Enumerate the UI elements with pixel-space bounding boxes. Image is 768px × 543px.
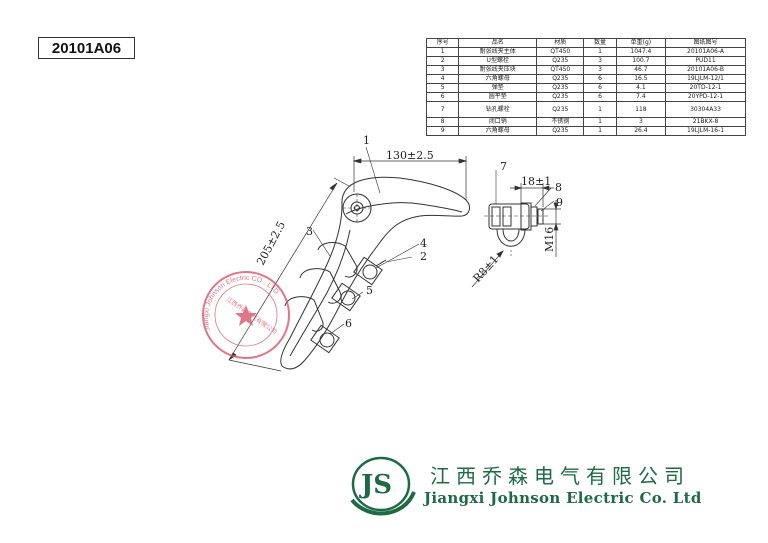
clamp-eye bbox=[342, 193, 372, 223]
bom-cell: 26.4 bbox=[615, 126, 667, 136]
dimension-205 bbox=[228, 177, 350, 372]
dimension-label-thread: M16 bbox=[543, 227, 556, 252]
callout-4: 4 bbox=[420, 237, 427, 250]
leader-lines bbox=[312, 146, 555, 335]
bom-cell: 1 bbox=[583, 126, 617, 136]
dimension-m16 bbox=[543, 200, 561, 257]
dimension-label-radius: R8±1 bbox=[471, 253, 502, 285]
clamp-body bbox=[280, 176, 470, 370]
u-bolt-assembly-1 bbox=[317, 242, 387, 286]
callout-1: 1 bbox=[363, 134, 370, 147]
dimension-r8 bbox=[471, 250, 504, 288]
callout-7: 7 bbox=[500, 160, 507, 173]
company-name-cn: 江西乔森电气有限公司 bbox=[430, 464, 690, 488]
callout-9: 9 bbox=[556, 196, 563, 209]
callout-6: 6 bbox=[345, 317, 352, 330]
company-name-en: Jiangxi Johnson Electric Co. Ltd bbox=[424, 489, 702, 507]
bom-cell: 19LJLM-16-1 bbox=[665, 126, 746, 136]
bom-cell: 9 bbox=[425, 126, 460, 136]
dimension-label-length: 205±2.5 bbox=[254, 219, 288, 267]
company-logo: JS bbox=[350, 456, 416, 516]
dimension-label-pin-width: 18±1 bbox=[521, 175, 551, 188]
drawing-number: 20101A06 bbox=[38, 37, 135, 59]
dimension-label-width: 130±2.5 bbox=[386, 149, 434, 162]
company-stamp: Jiangxi Johnson Electric CO., LTD 江西乔森电气… bbox=[202, 271, 290, 359]
logo-mark: JS bbox=[359, 470, 392, 500]
dimension-18 bbox=[510, 183, 554, 207]
stamp-star-icon bbox=[235, 305, 257, 326]
dimension-130 bbox=[352, 156, 468, 200]
callout-5: 5 bbox=[366, 284, 373, 297]
callout-8: 8 bbox=[555, 181, 562, 194]
u-bolt-assembly-2 bbox=[299, 268, 361, 312]
stamp-inner-text: 江西乔森电气有限公司 bbox=[225, 295, 279, 336]
callout-2: 2 bbox=[420, 250, 427, 263]
callout-3: 3 bbox=[306, 225, 313, 238]
pin-side-view bbox=[484, 202, 549, 258]
bom-cell: 7 bbox=[425, 101, 460, 118]
u-bolt-assembly-3 bbox=[284, 296, 340, 354]
